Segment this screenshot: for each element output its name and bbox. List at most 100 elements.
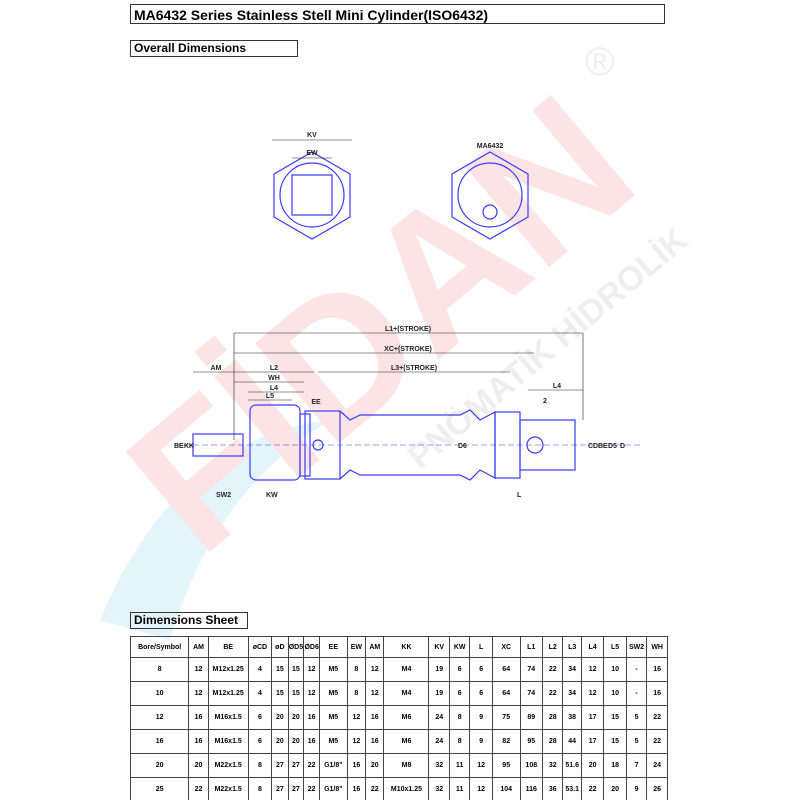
table-cell: 9 [469, 705, 493, 730]
table-cell: 15 [287, 657, 305, 682]
table-cell: 6 [247, 705, 273, 730]
table-cell: 82 [491, 729, 521, 754]
table-cell: M12x1.25 [207, 657, 249, 682]
table-cell: 12 [188, 657, 209, 682]
label-l5: L5 [266, 393, 274, 400]
column-header: EW [346, 636, 367, 658]
column-header: XC [491, 636, 521, 658]
column-header: AM [188, 636, 209, 658]
label-kk: KK [184, 443, 194, 450]
dimension-lines [193, 332, 584, 440]
label-l: L [517, 492, 522, 499]
column-header: L [469, 636, 493, 658]
table-cell: 20 [287, 705, 305, 730]
table-cell: 15 [271, 681, 289, 706]
table-cell: 15 [603, 705, 627, 730]
table-cell: M22x1.5 [207, 753, 249, 778]
table-cell: 6 [469, 681, 493, 706]
table-cell: 5 [625, 705, 648, 730]
section-overall-dimensions: Overall Dimensions [130, 40, 298, 57]
column-header: KW [448, 636, 471, 658]
table-cell: M16x1.5 [207, 705, 249, 730]
table-cell: 6 [448, 681, 471, 706]
table-cell: 10 [603, 657, 627, 682]
table-cell: M10x1.25 [383, 777, 430, 800]
label-model: MA6432 [477, 143, 504, 150]
table-cell: 16 [346, 753, 367, 778]
table-cell: 22 [646, 729, 668, 754]
table-cell: 25 [129, 777, 190, 800]
table-cell: M6 [383, 729, 430, 754]
table-cell: 36 [542, 777, 564, 800]
svg-text:®: ® [585, 40, 614, 84]
label-l1-stroke: L1+(STROKE) [385, 326, 431, 333]
table-cell: 20 [603, 777, 627, 800]
table-cell: 12 [580, 657, 605, 682]
table-cell: 22 [646, 705, 668, 730]
table-cell: 12 [580, 681, 605, 706]
table-cell: 8 [247, 753, 273, 778]
table-cell: M8 [383, 753, 430, 778]
table-cell: 20 [580, 753, 605, 778]
column-header: ØD6 [303, 636, 321, 658]
table-cell: 32 [428, 777, 450, 800]
table-cell: M5 [319, 729, 348, 754]
table-cell: 75 [491, 705, 521, 730]
table-cell: 16 [365, 705, 385, 730]
column-header: BE [207, 636, 249, 658]
table-cell: 104 [491, 777, 521, 800]
table-cell: 12 [365, 657, 385, 682]
label-be-rear: BE [598, 443, 608, 450]
table-cell: 4 [247, 681, 273, 706]
table-cell: 16 [365, 729, 385, 754]
label-wh: WH [268, 375, 280, 382]
table-cell: G1/8" [319, 753, 348, 778]
table-cell: 11 [448, 777, 471, 800]
label-cd: CD [588, 443, 598, 450]
table-cell: 22 [580, 777, 605, 800]
table-cell: 17 [580, 729, 605, 754]
table-cell: 7 [625, 753, 648, 778]
table-cell: 74 [519, 681, 544, 706]
table-cell: 10 [603, 681, 627, 706]
table-cell: 22 [365, 777, 385, 800]
table-cell: - [625, 657, 648, 682]
table-cell: 108 [519, 753, 544, 778]
table-cell: 16 [303, 729, 321, 754]
table-cell: 12 [365, 681, 385, 706]
column-header: L1 [519, 636, 544, 658]
table-cell: 27 [287, 777, 305, 800]
table-cell: 26 [646, 777, 668, 800]
label-ee: EE [311, 399, 321, 406]
column-header: KK [383, 636, 430, 658]
table-cell: 51.6 [562, 753, 582, 778]
table-cell: 10 [129, 681, 190, 706]
table-cell: 9 [625, 777, 648, 800]
column-header: L4 [580, 636, 605, 658]
label-d6: D6 [458, 443, 467, 450]
table-cell: 95 [491, 753, 521, 778]
table-cell: M6 [383, 705, 430, 730]
table-cell: 8 [346, 657, 367, 682]
table-cell: 32 [542, 753, 564, 778]
table-cell: 12 [469, 777, 493, 800]
table-cell: 116 [519, 777, 544, 800]
table-cell: 15 [271, 657, 289, 682]
label-l4: L4 [270, 385, 278, 392]
table-cell: M5 [319, 705, 348, 730]
table-cell: 12 [188, 681, 209, 706]
table-cell: 20 [365, 753, 385, 778]
label-ew: EW [306, 150, 318, 157]
column-header: ØD5 [287, 636, 305, 658]
table-cell: 18 [603, 753, 627, 778]
label-d5: D5 [608, 443, 617, 450]
table-cell: 34 [562, 657, 582, 682]
table-cell: 64 [491, 657, 521, 682]
table-cell: 6 [247, 729, 273, 754]
label-kv: KV [307, 132, 317, 139]
